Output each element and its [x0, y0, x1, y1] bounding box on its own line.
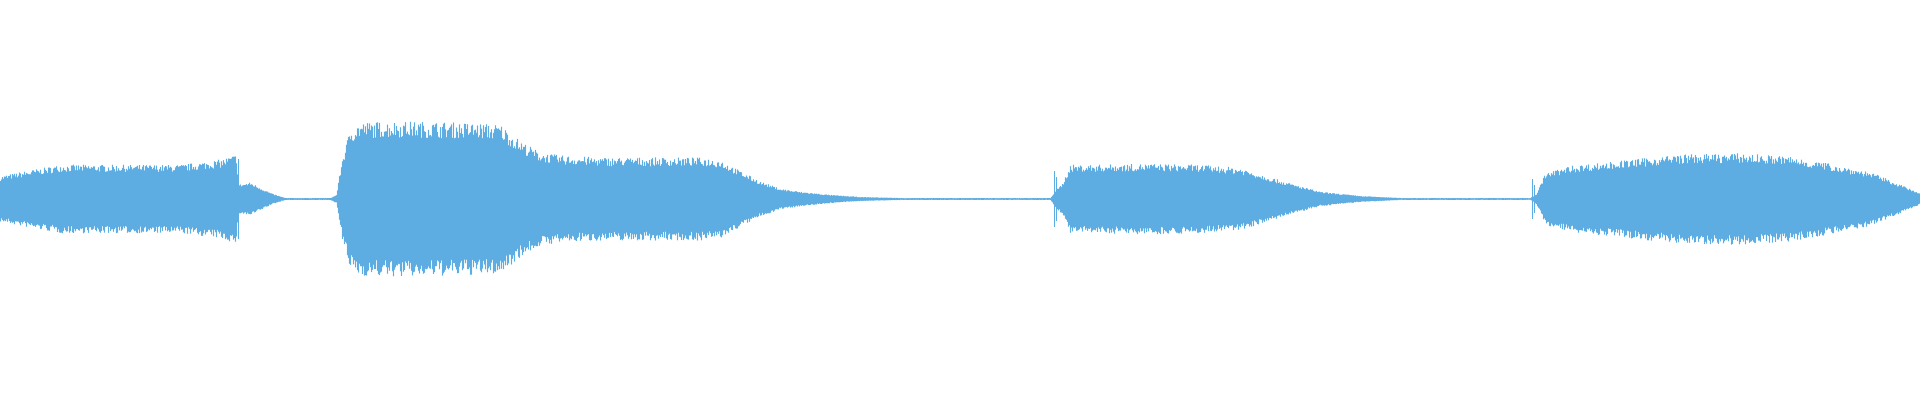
waveform-bars [0, 121, 1920, 277]
waveform-path [0, 121, 1920, 277]
